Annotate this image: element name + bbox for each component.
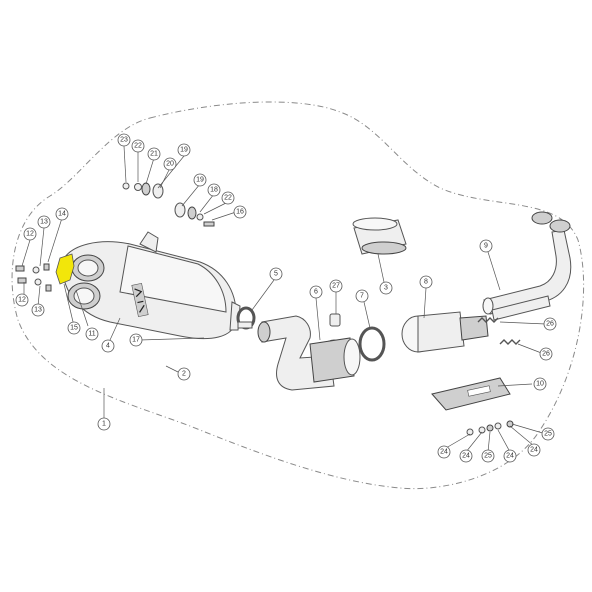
callout-1: 1 [97,417,111,431]
heat-shield [431,377,511,411]
svg-text:5: 5 [274,271,278,278]
callout-12b: 12 [15,293,29,307]
callout-4: 4 [101,339,115,353]
callout-22a: 22 [131,139,145,153]
callout-26b: 26 [539,347,553,361]
callout-14: 14 [55,207,69,221]
brand-logo [131,282,149,318]
svg-text:22: 22 [224,195,232,202]
svg-text:10: 10 [536,381,544,388]
callout-24d: 24 [503,449,517,463]
svg-text:13: 13 [40,219,48,226]
callout-3: 3 [379,281,393,295]
callout-24a: 24 [437,445,451,459]
svg-text:16: 16 [236,209,244,216]
svg-text:21: 21 [150,151,158,158]
svg-text:3: 3 [384,285,388,292]
callout-19a: 19 [177,143,191,157]
svg-text:11: 11 [88,331,95,338]
callout-26a: 26 [543,317,557,331]
svg-text:26: 26 [542,351,550,358]
svg-text:14: 14 [58,211,66,218]
leader-lines [21,145,547,453]
callout-24b: 24 [459,449,473,463]
svg-text:18: 18 [210,187,218,194]
callout-8: 8 [419,275,433,289]
svg-text:25: 25 [544,431,552,438]
svg-text:24: 24 [506,453,514,460]
svg-text:8: 8 [424,279,428,286]
svg-text:4: 4 [106,343,110,350]
svg-text:20: 20 [166,161,174,168]
callout-25a: 25 [481,449,495,463]
heat-shield-bracket [55,253,75,285]
callout-6: 6 [309,285,323,299]
callout-9: 9 [479,239,493,253]
svg-text:12: 12 [26,231,34,238]
callout-23: 23 [117,133,131,147]
svg-text:19: 19 [180,147,188,154]
callout-13a: 13 [37,215,51,229]
callout-7: 7 [355,289,369,303]
svg-text:2: 2 [182,371,186,378]
svg-text:12: 12 [18,297,26,304]
callout-20: 20 [163,157,177,171]
mounting-hardware [122,182,215,227]
svg-text:23: 23 [120,137,128,144]
callout-13b: 13 [31,303,45,317]
callout-12a: 12 [23,227,37,241]
svg-text:7: 7 [360,293,364,300]
svg-text:24: 24 [440,449,448,456]
gasket [329,313,341,327]
callout-19b: 19 [193,173,207,187]
callout-5: 5 [269,267,283,281]
svg-text:17: 17 [132,337,140,344]
silencer-body [61,231,241,340]
shield-hardware [466,420,514,436]
link-pipe [257,315,361,391]
svg-text:13: 13 [34,307,42,314]
callout-18: 18 [207,183,221,197]
svg-text:15: 15 [70,325,78,332]
mid-pipe [401,311,489,353]
callout-17: 17 [129,333,143,347]
callout-2: 2 [177,367,191,381]
header-pipes [482,211,572,321]
callout-10: 10 [533,377,547,391]
callout-22b: 22 [221,191,235,205]
svg-text:25: 25 [484,453,492,460]
kit-outline [11,101,585,490]
svg-text:9: 9 [484,243,488,250]
callout-21: 21 [147,147,161,161]
catalyst-sleeve [352,217,407,255]
svg-text:22: 22 [134,143,142,150]
svg-text:27: 27 [332,283,340,290]
callout-25b: 25 [541,427,555,441]
callout-27: 27 [329,279,343,293]
svg-text:24: 24 [530,447,538,454]
svg-text:6: 6 [314,289,318,296]
svg-text:19: 19 [196,177,204,184]
clamp-5 [236,306,256,330]
callout-15: 15 [67,321,81,335]
rear-hardware [15,263,52,292]
springs [477,317,521,345]
callout-24c: 24 [527,443,541,457]
clamp-7 [358,326,386,362]
svg-text:26: 26 [546,321,554,328]
svg-text:24: 24 [462,453,470,460]
callout-16: 16 [233,205,247,219]
svg-text:1: 1 [102,421,106,428]
callout-11: 11 [85,327,99,341]
